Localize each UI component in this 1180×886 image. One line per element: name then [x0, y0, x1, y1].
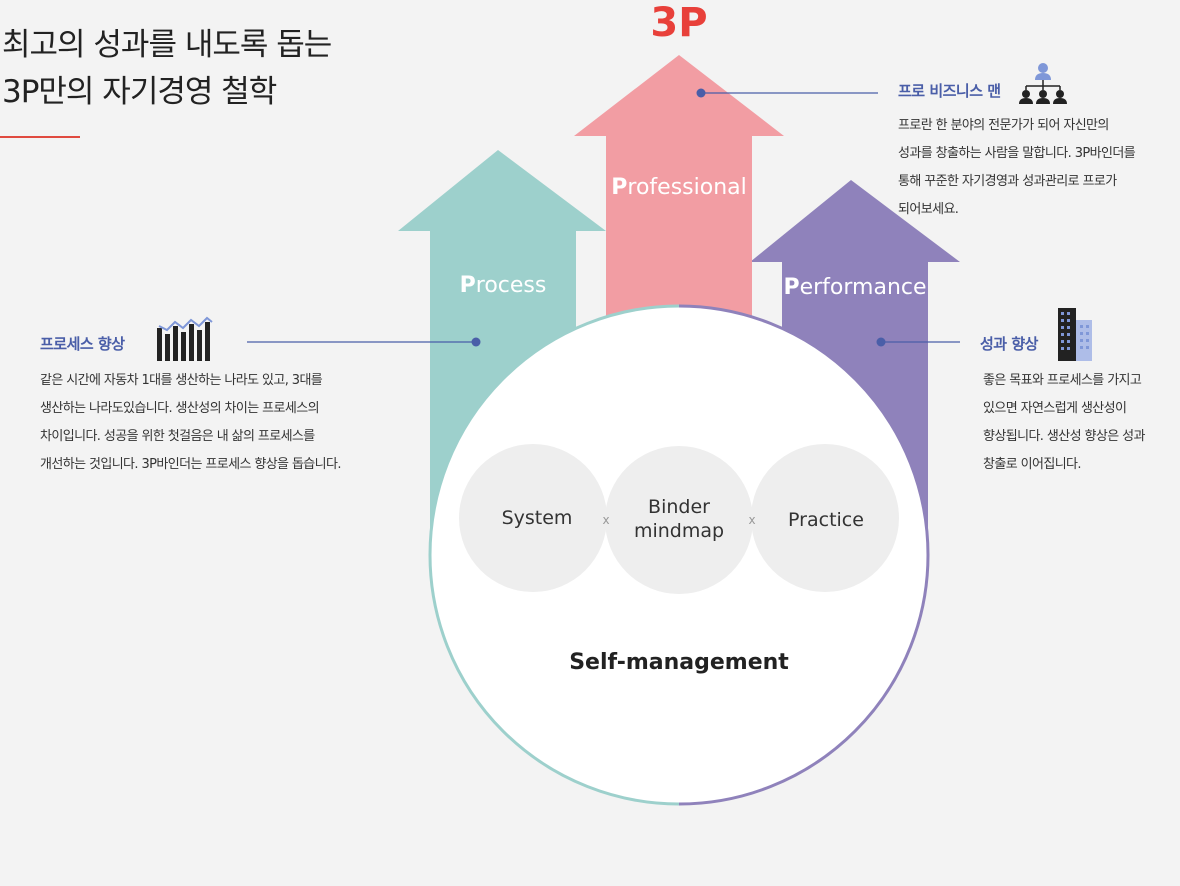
building-icon: [1058, 308, 1092, 361]
circle-system-label: System: [502, 507, 573, 529]
label-performance-initial: P: [783, 275, 799, 300]
callout-process-line-4: 개선하는 것입니다. 3P바인더는 프로세스 향상을 돕습니다.: [40, 457, 342, 472]
circle-practice-label: Practice: [788, 509, 864, 531]
headline-line-2: 3P만의 자기경영 철학: [2, 74, 277, 110]
callout-process-line-2: 생산하는 나라도있습니다. 생산성의 차이는 프로세스의: [40, 401, 320, 416]
label-professional: Professional: [611, 175, 746, 200]
headline-line-1: 최고의 성과를 내도록 돕는: [2, 27, 332, 63]
self-management-label: Self-management: [569, 650, 789, 675]
callout-performance-body: 좋은 목표와 프로세스를 가지고 있으면 자연스럽게 생산성이 향상됩니다. 생…: [983, 367, 1145, 479]
label-process-rest: rocess: [476, 273, 547, 298]
callout-process-body: 같은 시간에 자동차 1대를 생산하는 나라도 있고, 3대를 생산하는 나라도…: [40, 367, 342, 479]
circle-binder-label-2: mindmap: [634, 520, 724, 542]
label-performance-rest: erformance: [800, 275, 927, 300]
callout-process-line-1: 같은 시간에 자동차 1대를 생산하는 나라도 있고, 3대를: [40, 373, 323, 388]
callout-performance-line-1: 좋은 목표와 프로세스를 가지고: [983, 373, 1142, 388]
label-professional-rest: rofessional: [627, 175, 746, 200]
callout-process-line-3: 차이입니다. 성공을 위한 첫걸음은 내 삶의 프로세스를: [40, 429, 315, 444]
callout-professional-line-4: 되어보세요.: [898, 202, 959, 217]
callout-performance-title: 성과 향상: [980, 335, 1038, 353]
page-headline: 최고의 성과를 내도록 돕는 3P만의 자기경영 철학: [2, 22, 332, 116]
callout-process-title: 프로세스 향상: [40, 335, 125, 353]
top-label-3p: 3P: [650, 0, 707, 46]
label-professional-initial: P: [611, 175, 627, 200]
callout-professional-line-2: 성과를 창출하는 사람을 말합니다. 3P바인더를: [898, 146, 1136, 161]
leader-dot-performance: [876, 337, 886, 347]
leader-dot-process: [471, 337, 481, 347]
separator-x-2: x: [748, 513, 755, 527]
circle-system: [459, 444, 607, 592]
label-process-initial: P: [460, 273, 476, 298]
callout-performance-line-3: 향상됩니다. 생산성 향상은 성과: [983, 429, 1145, 444]
circle-binder-label-1: Binder: [648, 496, 710, 518]
line-bar-chart-icon: [157, 316, 213, 361]
callout-professional-line-1: 프로란 한 분야의 전문가가 되어 자신만의: [898, 118, 1109, 133]
circle-practice: [751, 444, 899, 592]
org-chart-icon: [1019, 63, 1067, 104]
callout-performance-line-2: 있으면 자연스럽게 생산성이: [983, 401, 1127, 416]
callout-professional-line-3: 통해 꾸준한 자기경영과 성과관리로 프로가: [898, 174, 1117, 189]
callout-performance-line-4: 창출로 이어집니다.: [983, 457, 1082, 472]
callout-professional-body: 프로란 한 분야의 전문가가 되어 자신만의 성과를 창출하는 사람을 말합니다…: [898, 112, 1136, 224]
headline-underline: [0, 136, 80, 138]
label-performance: Performance: [783, 275, 926, 300]
leader-dot-professional: [696, 88, 706, 98]
professional-arrow: [574, 55, 784, 330]
callout-professional-title: 프로 비즈니스 맨: [898, 82, 1001, 100]
circle-binder-mindmap: [605, 446, 753, 594]
label-process: Process: [460, 273, 547, 298]
separator-x-1: x: [602, 513, 609, 527]
